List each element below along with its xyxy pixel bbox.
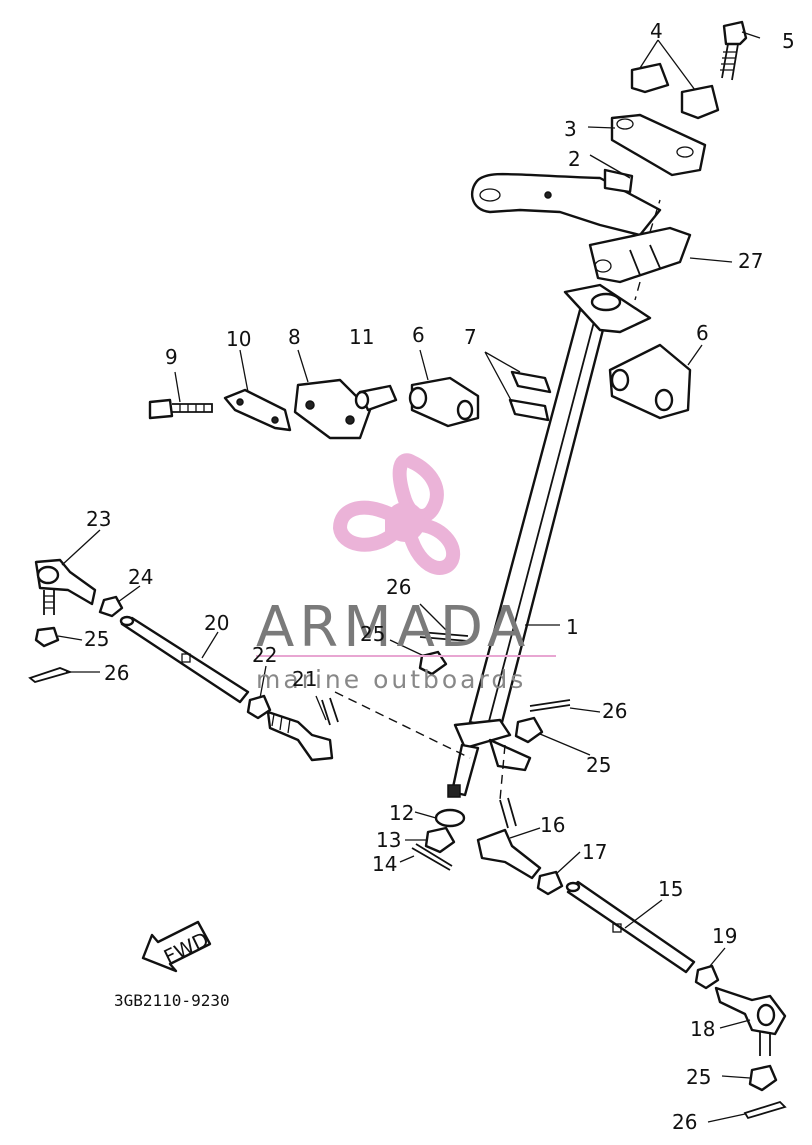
callout-25-right: 25 <box>586 753 611 777</box>
callout-6-right: 6 <box>696 321 709 345</box>
top-clamp-parts <box>603 20 748 194</box>
callout-18: 18 <box>690 1017 715 1041</box>
callout-25-bottom: 25 <box>686 1065 711 1089</box>
center-hardware <box>411 631 571 871</box>
callout-25-center: 25 <box>360 622 385 646</box>
callout-20: 20 <box>204 611 229 635</box>
callout-5: 5 <box>782 29 795 53</box>
callout-17: 17 <box>582 840 607 864</box>
watermark-tagline: marine outboards <box>256 665 526 694</box>
callout-4: 4 <box>650 19 663 43</box>
right-tie-rod <box>476 797 787 1120</box>
left-tie-rod <box>28 558 339 762</box>
watermark-brand: ARMADA <box>256 595 530 660</box>
callout-19: 19 <box>712 924 737 948</box>
connection-lines <box>334 199 661 801</box>
small-parts-row <box>148 343 692 440</box>
steering-column <box>447 283 652 798</box>
drawing-code: 3GB2110-9230 <box>114 991 230 1010</box>
callout-9: 9 <box>165 345 178 369</box>
callout-14: 14 <box>372 852 397 876</box>
watermark-logo <box>332 453 461 575</box>
callout-24: 24 <box>128 565 153 589</box>
callout-16: 16 <box>540 813 565 837</box>
callout-26-center: 26 <box>386 575 411 599</box>
callout-11: 11 <box>349 325 374 349</box>
callout-8: 8 <box>288 325 301 349</box>
callout-12: 12 <box>389 801 414 825</box>
steering-bracket <box>470 172 692 284</box>
callout-23: 23 <box>86 507 111 531</box>
callout-13: 13 <box>376 828 401 852</box>
leader-lines <box>57 31 761 1123</box>
callout-26-right: 26 <box>602 699 627 723</box>
callout-6-left: 6 <box>412 323 425 347</box>
callout-25-left: 25 <box>84 627 109 651</box>
callout-27: 27 <box>738 249 763 273</box>
callout-15: 15 <box>658 877 683 901</box>
callout-26-bottom: 26 <box>672 1110 697 1134</box>
fwd-arrow: FWD <box>141 920 212 973</box>
callout-1: 1 <box>566 615 579 639</box>
callout-7: 7 <box>464 325 477 349</box>
callout-26-left: 26 <box>104 661 129 685</box>
callout-22: 22 <box>252 643 277 667</box>
callout-numbers: 1 2 3 4 5 6 6 7 8 9 10 11 12 13 14 15 16… <box>84 19 795 1134</box>
callout-21: 21 <box>292 667 317 691</box>
callout-3: 3 <box>564 117 577 141</box>
callout-10: 10 <box>226 327 251 351</box>
callout-2: 2 <box>568 147 581 171</box>
